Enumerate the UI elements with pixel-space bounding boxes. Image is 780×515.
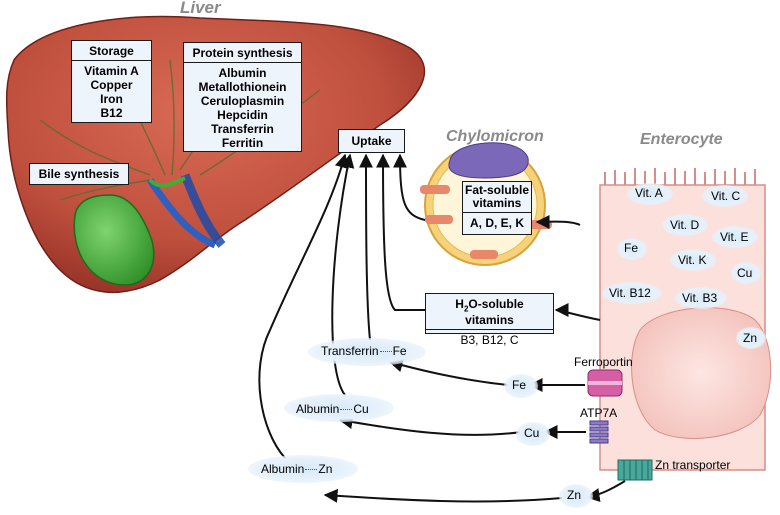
label-halo (731, 262, 761, 284)
label-halo (662, 214, 708, 236)
bond-dots (379, 351, 392, 352)
water-soluble-heading-suffix: O-soluble vitamins (465, 297, 524, 328)
water-soluble-heading: H2O-soluble vitamins (426, 294, 553, 331)
cell-label-vit-b3: Vit. B3 (682, 291, 718, 305)
label-halo (284, 394, 394, 422)
bile-synthesis-box: Bile synthesis (29, 163, 129, 185)
protein-item: Albumin (218, 66, 267, 80)
fat-soluble-heading-line2: vitamins (472, 196, 522, 210)
protein-synthesis-heading: Protein synthesis (184, 43, 301, 63)
label-halo (736, 327, 766, 349)
storage-item: B12 (100, 106, 123, 120)
complex-transferrin-fe-part2: Fe (392, 344, 407, 358)
fat-soluble-heading: Fat-soluble vitamins (463, 182, 531, 213)
uptake-label: Uptake (351, 134, 392, 148)
complex-albumin-cu: Albumin Cu (296, 402, 369, 416)
bile-synthesis-label: Bile synthesis (38, 167, 120, 181)
cell-label-zn: Zn (743, 331, 758, 345)
label-halo (675, 287, 727, 309)
protein-item: Hepcidin (217, 108, 268, 122)
storage-box: Storage Vitamin A Copper Iron B12 (71, 40, 152, 123)
ion-fe: Fe (512, 378, 527, 392)
water-soluble-heading-sub: 2 (463, 304, 469, 314)
liver-title: Liver (180, 0, 221, 17)
uptake-box: Uptake (338, 129, 405, 153)
complex-albumin-zn-part2: Zn (318, 462, 333, 476)
label-halo (504, 374, 538, 398)
label-halo (602, 282, 662, 304)
protein-item: Ferritin (221, 136, 264, 150)
cell-label-vit-b12: Vit. B12 (609, 286, 651, 300)
water-soluble-content: B3, B12, C (460, 333, 519, 348)
ion-zn: Zn (567, 488, 582, 502)
complex-albumin-cu-part1: Albumin (296, 402, 340, 416)
label-halo (712, 226, 758, 248)
label-halo (248, 455, 358, 483)
cell-label-vit-a: Vit. A (635, 186, 663, 200)
cell-label-vit-e: Vit. E (720, 230, 749, 244)
storage-item: Copper (90, 78, 133, 92)
protein-item: Metallothionein (198, 80, 287, 94)
bond-dots (340, 409, 353, 410)
zn-transporter-label: Zn transporter (655, 458, 731, 472)
cell-label-vit-c: Vit. C (711, 189, 741, 203)
cell-label-fe: Fe (624, 241, 639, 255)
storage-heading: Storage (72, 41, 151, 61)
water-soluble-vitamins-box: H2O-soluble vitamins B3, B12, C (425, 293, 554, 347)
complex-albumin-zn-part1: Albumin (261, 462, 305, 476)
label-halo (308, 338, 426, 366)
cell-label-vit-k: Vit. K (678, 253, 707, 267)
protein-item: Ceruloplasmin (200, 94, 285, 108)
label-halo (670, 249, 716, 271)
water-soluble-heading-prefix: H (455, 297, 464, 311)
storage-item: Vitamin A (84, 64, 139, 78)
complex-albumin-zn: Albumin Zn (261, 462, 332, 476)
cell-label-vit-d: Vit. D (670, 218, 700, 232)
protein-synthesis-box: Protein synthesis Albumin Metallothionei… (183, 42, 302, 152)
fat-soluble-heading-line1: Fat-soluble (465, 183, 530, 197)
complex-transferrin-fe-part1: Transferrin (321, 344, 379, 358)
ion-cu: Cu (524, 426, 540, 440)
label-halo (516, 422, 550, 446)
complex-albumin-cu-part2: Cu (353, 402, 369, 416)
atp7a-label: ATP7A (580, 406, 618, 420)
bond-dots (305, 469, 318, 470)
storage-item: Iron (100, 92, 123, 106)
fat-soluble-vitamins-box: Fat-soluble vitamins A, D, E, K (462, 181, 532, 235)
label-halo (702, 185, 748, 207)
complex-transferrin-fe: Transferrin Fe (321, 344, 407, 358)
label-halo (559, 484, 593, 508)
label-halo (627, 183, 673, 205)
cell-label-cu: Cu (737, 266, 753, 280)
protein-item: Transferrin (211, 122, 274, 136)
fat-soluble-content: A, D, E, K (469, 216, 524, 230)
label-halo (617, 238, 647, 260)
chylomicron-title: Chylomicron (446, 128, 544, 145)
ferroportin-label: Ferroportin (574, 355, 633, 369)
enterocyte-title: Enterocyte (640, 131, 723, 148)
